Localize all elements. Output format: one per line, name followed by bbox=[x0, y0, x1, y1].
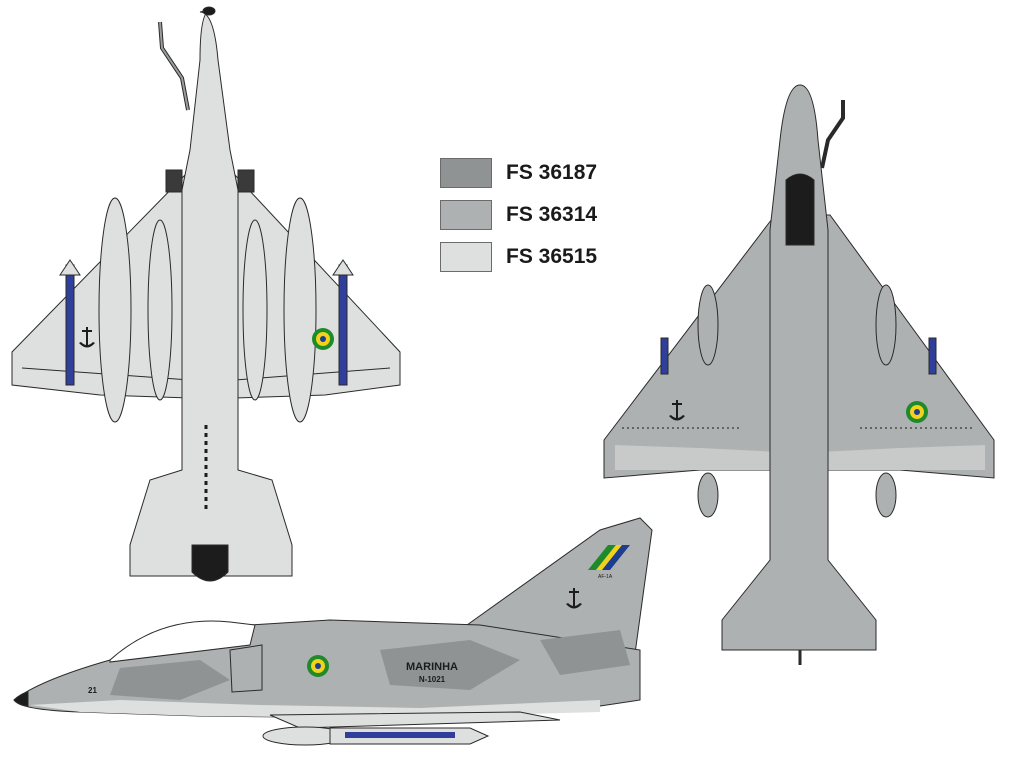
legend-swatch bbox=[440, 158, 492, 188]
legend-label: FS 36187 bbox=[506, 161, 598, 184]
anchor-icon bbox=[669, 400, 685, 421]
bottom-view-aircraft bbox=[603, 84, 995, 665]
brazil-roundel-icon bbox=[906, 401, 928, 423]
top-view-fuselage bbox=[129, 9, 293, 577]
legend-swatch bbox=[440, 200, 492, 230]
fin-flag-stripes bbox=[588, 545, 630, 570]
side-view-fin-badge-text: AF-1A bbox=[598, 574, 613, 580]
top-view-aircraft bbox=[11, 6, 401, 582]
legend-item: FS 36187 bbox=[440, 152, 597, 194]
brazil-roundel-icon bbox=[312, 328, 334, 350]
anchor-icon bbox=[566, 588, 582, 609]
legend-swatch bbox=[440, 242, 492, 272]
side-view-service-text: MARINHA bbox=[406, 661, 458, 673]
legend-label: FS 36515 bbox=[506, 245, 598, 268]
legend-item: FS 36515 bbox=[440, 236, 597, 278]
side-view-serial: N-1021 bbox=[419, 675, 446, 684]
legend-label: FS 36314 bbox=[506, 203, 598, 226]
side-view-nose-number: 21 bbox=[88, 686, 97, 695]
legend-item: FS 36314 bbox=[440, 194, 597, 236]
side-view-aircraft: MARINHA N-1021 21 AF-1A bbox=[13, 517, 653, 746]
brazil-roundel-icon bbox=[307, 655, 329, 677]
color-legend: FS 36187 FS 36314 FS 36515 bbox=[440, 152, 597, 278]
anchor-icon bbox=[79, 327, 95, 348]
